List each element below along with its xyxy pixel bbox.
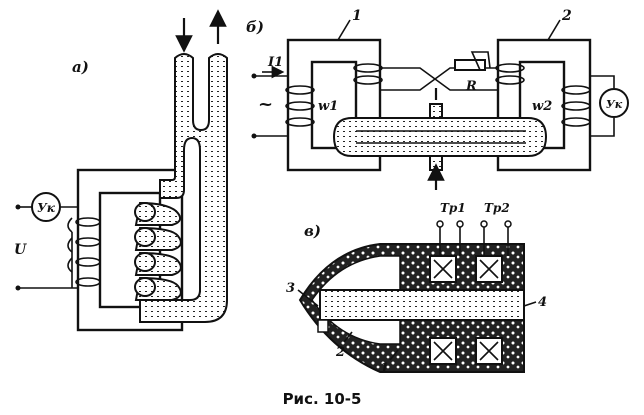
panel-b-cross-wiring: R [380, 51, 498, 94]
panel-b-meter: Ук [590, 75, 629, 137]
panel-b-ac-label: ~ [258, 94, 273, 115]
panel-c-tr2-label: Тр2 [484, 201, 510, 215]
panel-b-w2-label: w2 [532, 99, 552, 114]
panel-b: б) 1 2 w1 w2 [246, 8, 629, 190]
panel-c-label: в) [304, 222, 321, 240]
panel-a: а) Ук U [14, 9, 228, 332]
panel-c-leaders: 3 4 2 1 [286, 281, 547, 376]
panel-c-n1-label: 1 [380, 361, 389, 376]
panel-b-supply: I1 ~ [251, 55, 288, 139]
panel-c-coils [429, 255, 503, 365]
panel-b-winding-1: w1 [285, 63, 383, 127]
panel-b-resistor-label: R [465, 79, 477, 94]
panel-a-tube [134, 53, 228, 323]
panel-c-n4-label: 4 [538, 295, 547, 310]
panel-b-winding-2: w2 [495, 63, 591, 127]
panel-a-supply: U [14, 232, 78, 291]
panel-b-core1-label: 1 [352, 8, 362, 24]
panel-c: в) Тр1 Тр2 3 [286, 201, 547, 376]
panel-b-label: б) [246, 18, 264, 36]
panel-c-terminals: Тр1 Тр2 [436, 201, 512, 256]
figure-caption: Рис. 10-5 [283, 390, 362, 408]
panel-b-meter-label: Ук [606, 98, 623, 111]
panel-c-channel [319, 289, 525, 321]
panel-a-label: а) [72, 58, 89, 76]
panel-b-current-label: I1 [267, 55, 283, 70]
panel-a-meter: Ук [15, 192, 78, 222]
panel-c-n2-label: 2 [335, 345, 345, 360]
panel-c-n3-label: 3 [286, 281, 295, 296]
panel-a-voltage-label: U [14, 242, 27, 258]
panel-b-core2-label: 2 [561, 8, 572, 24]
panel-c-tr1-label: Тр1 [440, 201, 466, 215]
panel-b-tube [332, 88, 548, 190]
panel-a-left-winding [67, 217, 101, 287]
panel-a-meter-label: Ук [37, 201, 56, 215]
panel-b-w1-label: w1 [318, 99, 338, 114]
